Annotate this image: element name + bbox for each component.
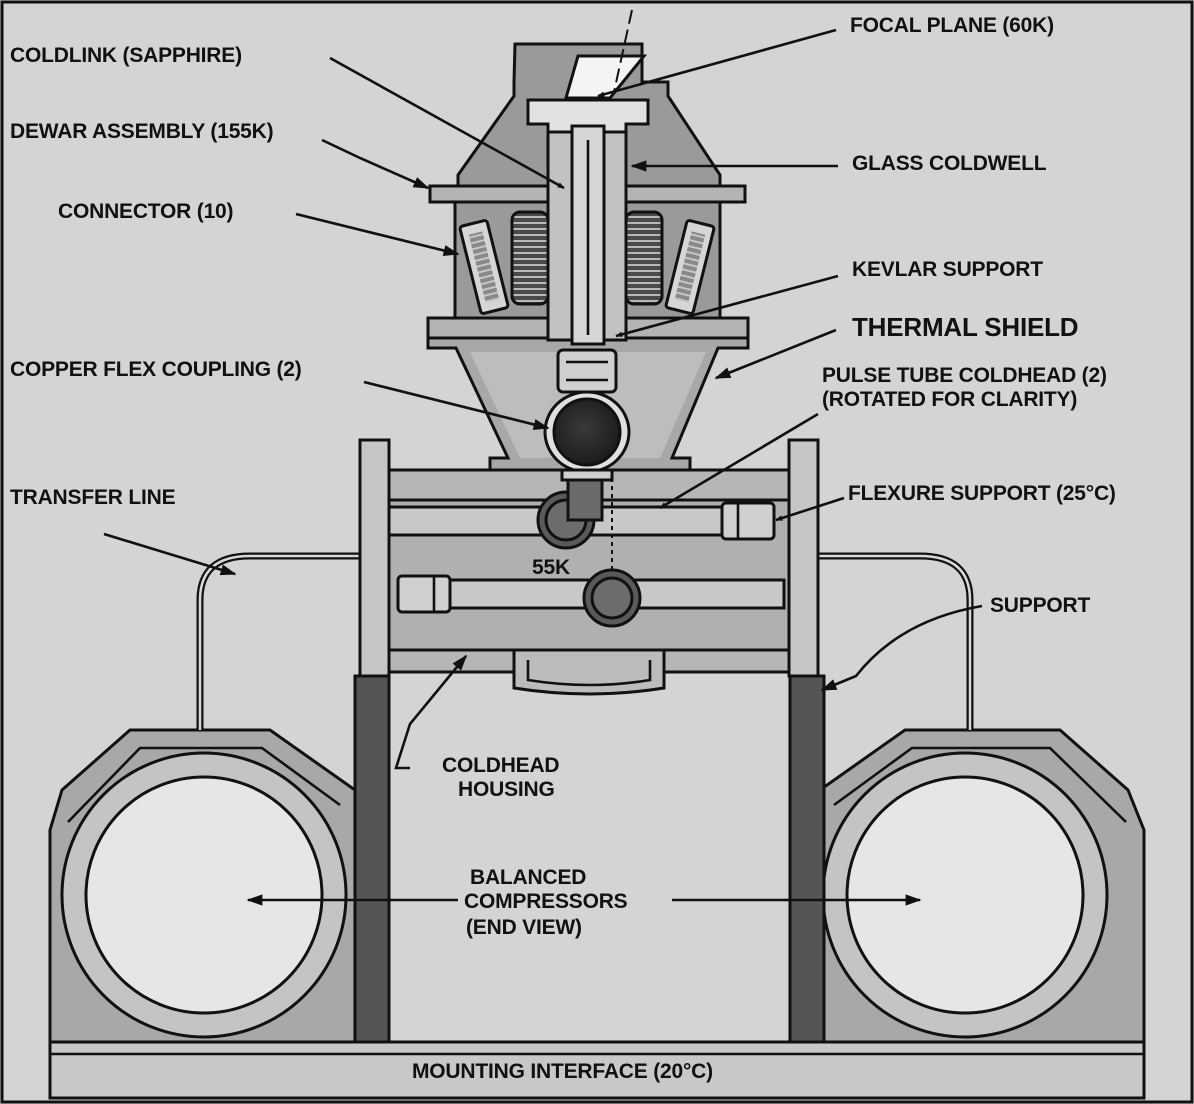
label-copper-flex-coupling: COPPER FLEX COUPLING (2): [10, 358, 302, 381]
label-coldhead-housing-1: COLDHEAD: [442, 754, 559, 777]
label-pulse-tube-coldhead: PULSE TUBE COLDHEAD (2): [822, 364, 1107, 387]
label-support: SUPPORT: [990, 594, 1090, 617]
left-compressor: [48, 728, 357, 1044]
label-coldlink: COLDLINK (SAPPHIRE): [10, 44, 242, 67]
label-pulse-tube-rotated: (ROTATED FOR CLARITY): [822, 388, 1077, 411]
label-balanced-compressors-1: BALANCED: [470, 866, 586, 889]
leader-lines: [103, 28, 983, 906]
label-focal-plane: FOCAL PLANE (60K): [850, 14, 1054, 37]
label-dewar-assembly: DEWAR ASSEMBLY (155K): [10, 120, 273, 143]
transfer-line-right: [815, 552, 974, 730]
label-flexure-support: FLEXURE SUPPORT (25°C): [848, 482, 1116, 505]
mounting-interface-plate: [48, 1040, 1146, 1100]
label-glass-coldwell: GLASS COLDWELL: [852, 152, 1047, 175]
label-balanced-compressors-2: COMPRESSORS: [464, 890, 628, 913]
connector-left: [458, 219, 510, 315]
label-balanced-compressors-3: (END VIEW): [466, 916, 582, 939]
right-compressor: [818, 728, 1146, 1044]
support-post-left: [353, 674, 391, 1044]
label-coldhead-housing-2: HOUSING: [458, 778, 555, 801]
connector-right: [664, 219, 716, 315]
label-transfer-line: TRANSFER LINE: [10, 486, 176, 509]
label-thermal-shield: THERMAL SHIELD: [852, 312, 1078, 342]
copper-flex-coupling: [543, 348, 631, 482]
dewar-assembly: [426, 9, 750, 346]
label-connector: CONNECTOR (10): [58, 200, 233, 223]
label-mounting-interface: MOUNTING INTERFACE (20°C): [412, 1060, 713, 1083]
label-55k: 55K: [532, 556, 570, 579]
label-kevlar-support: KEVLAR SUPPORT: [852, 258, 1043, 281]
support-post-right: [788, 674, 826, 1044]
transfer-line-left: [196, 552, 360, 730]
